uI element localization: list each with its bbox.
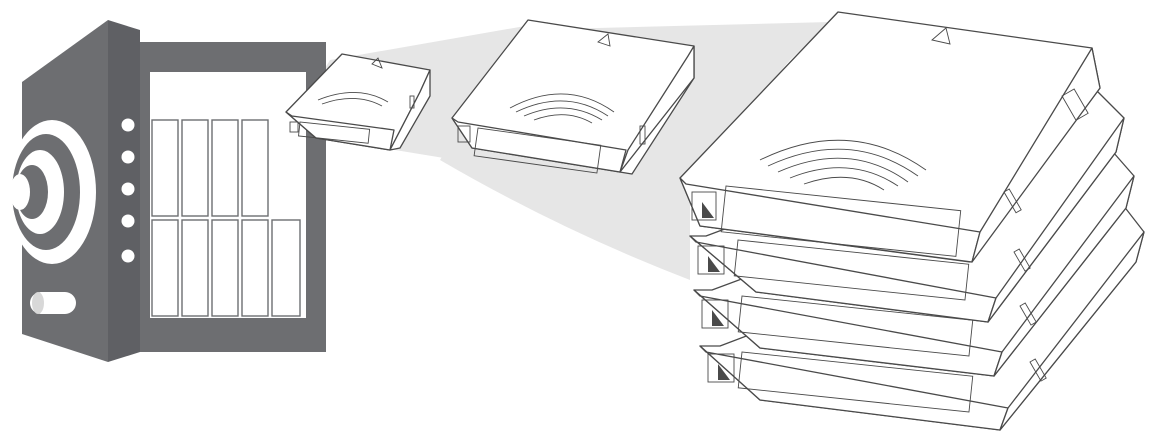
compartment xyxy=(152,220,178,316)
safe-handle-icon xyxy=(30,292,76,314)
compartment xyxy=(242,220,268,316)
compartment xyxy=(152,120,178,216)
safe-icon xyxy=(8,20,326,362)
compartment xyxy=(182,220,208,316)
compartment xyxy=(182,120,208,216)
compartment xyxy=(272,220,300,316)
hinge-dot xyxy=(122,183,135,196)
safe-dial-icon xyxy=(8,120,96,264)
compartment xyxy=(212,220,238,316)
hinge-dot xyxy=(122,119,135,132)
hinge-dot xyxy=(122,215,135,228)
compartment xyxy=(212,120,238,216)
compartment xyxy=(242,120,268,216)
hinge-dot xyxy=(122,250,135,263)
hinge-dot xyxy=(122,151,135,164)
